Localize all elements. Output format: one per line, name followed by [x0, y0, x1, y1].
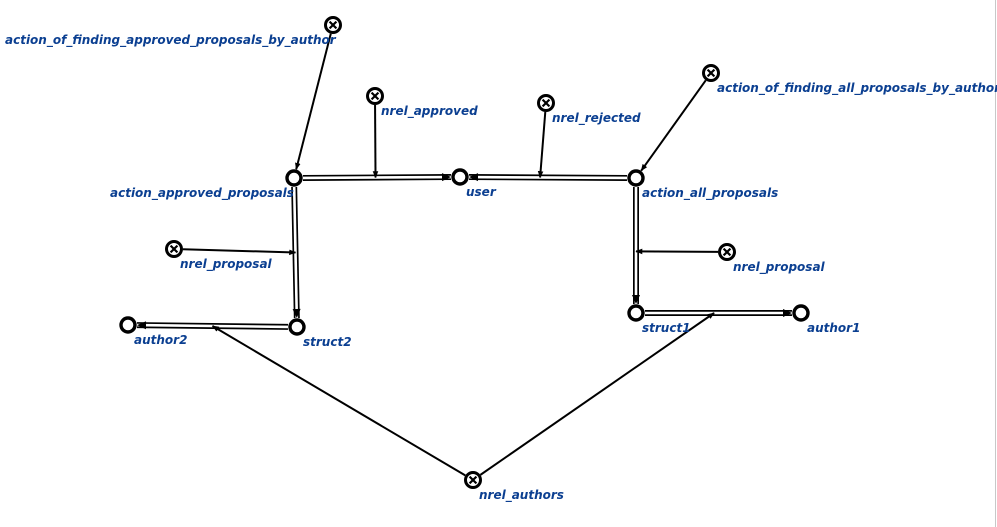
edge-action-approved-proposals-to-struct2-arrowhead: [292, 308, 301, 319]
edge-action-all-proposals-to-struct1-arrowhead: [632, 295, 640, 304]
label-action-approved-proposals: action_approved_proposals: [110, 186, 294, 201]
cross-mark-1: [468, 475, 478, 485]
node-circle: [627, 169, 645, 187]
label-struct1: struct1: [642, 321, 691, 335]
node-nrel-rejected[interactable]: [537, 94, 555, 112]
node-circle: [792, 304, 810, 322]
label-nrel-approved: nrel_approved: [381, 104, 478, 119]
label-user: user: [466, 185, 497, 199]
node-circle: [288, 318, 306, 336]
label-nrel-authors: nrel_authors: [479, 488, 564, 503]
label-nrel-proposal-left: nrel_proposal: [180, 257, 273, 272]
edge-action-approved-proposals-to-user-arrowhead: [441, 173, 452, 182]
edge-nrel-rejected-to-arc: [537, 111, 547, 179]
label-action-of-finding-approved-proposals-by-author: action_of_finding_approved_proposals_by_…: [5, 33, 337, 48]
cross-mark-1: [706, 68, 716, 78]
label-nrel-rejected: nrel_rejected: [552, 111, 641, 126]
node-nrel-proposal-left[interactable]: [165, 240, 183, 258]
node-action-all-proposals[interactable]: [627, 169, 645, 187]
label-nrel-proposal-right: nrel_proposal: [733, 260, 826, 275]
edge-action-approved-proposals-to-user-inner: [302, 175, 452, 180]
node-struct1[interactable]: [627, 304, 645, 322]
edge-action-all-proposals-to-user-arrowhead: [468, 173, 479, 182]
label-author1: author1: [807, 321, 860, 335]
node-action-approved-proposals[interactable]: [285, 169, 303, 187]
edge-struct2-to-author2-arrowhead: [136, 321, 147, 330]
node-nrel-authors[interactable]: [464, 471, 482, 489]
node-author2[interactable]: [119, 316, 137, 334]
edges-single-layer: [182, 33, 719, 477]
edge-finding-approved-to-action-approved: [295, 33, 332, 170]
node-struct2[interactable]: [288, 318, 306, 336]
label-action-of-finding-all-proposals-by-author: action_of_finding_all_proposals_by_autho…: [717, 81, 997, 96]
cross-mark-1: [541, 98, 551, 108]
cross-mark-1: [169, 244, 179, 254]
edge-nrel-authors-to-arc-right: [479, 312, 715, 476]
cross-mark-1: [722, 247, 732, 257]
node-author1[interactable]: [792, 304, 810, 322]
label-struct2: struct2: [303, 335, 352, 349]
edge-nrel-proposal-right-to-arc: [635, 248, 719, 255]
edge-nrel-authors-to-arc-left: [211, 325, 466, 477]
node-action-of-finding-approved-proposals-by-author[interactable]: [324, 16, 342, 34]
cross-mark-1: [328, 20, 338, 30]
node-circle: [627, 304, 645, 322]
node-nrel-approved[interactable]: [366, 87, 384, 105]
edge-nrel-proposal-left-to-arc: [182, 248, 297, 256]
node-circle: [119, 316, 137, 334]
node-nrel-proposal-right[interactable]: [718, 243, 736, 261]
edge-finding-all-to-action-all: [640, 79, 707, 172]
labels-layer: action_of_finding_approved_proposals_by_…: [5, 33, 997, 503]
label-author2: author2: [134, 333, 187, 347]
cross-mark-1: [370, 91, 380, 101]
edge-struct1-to-author1-arrowhead: [783, 309, 792, 317]
node-circle: [285, 169, 303, 187]
nodes-layer: [119, 16, 810, 489]
label-action-all-proposals: action_all_proposals: [642, 186, 778, 201]
edge-action-all-proposals-to-user-inner: [468, 175, 628, 180]
node-action-of-finding-all-proposals-by-author[interactable]: [702, 64, 720, 82]
node-user[interactable]: [451, 168, 469, 186]
node-circle: [451, 168, 469, 186]
